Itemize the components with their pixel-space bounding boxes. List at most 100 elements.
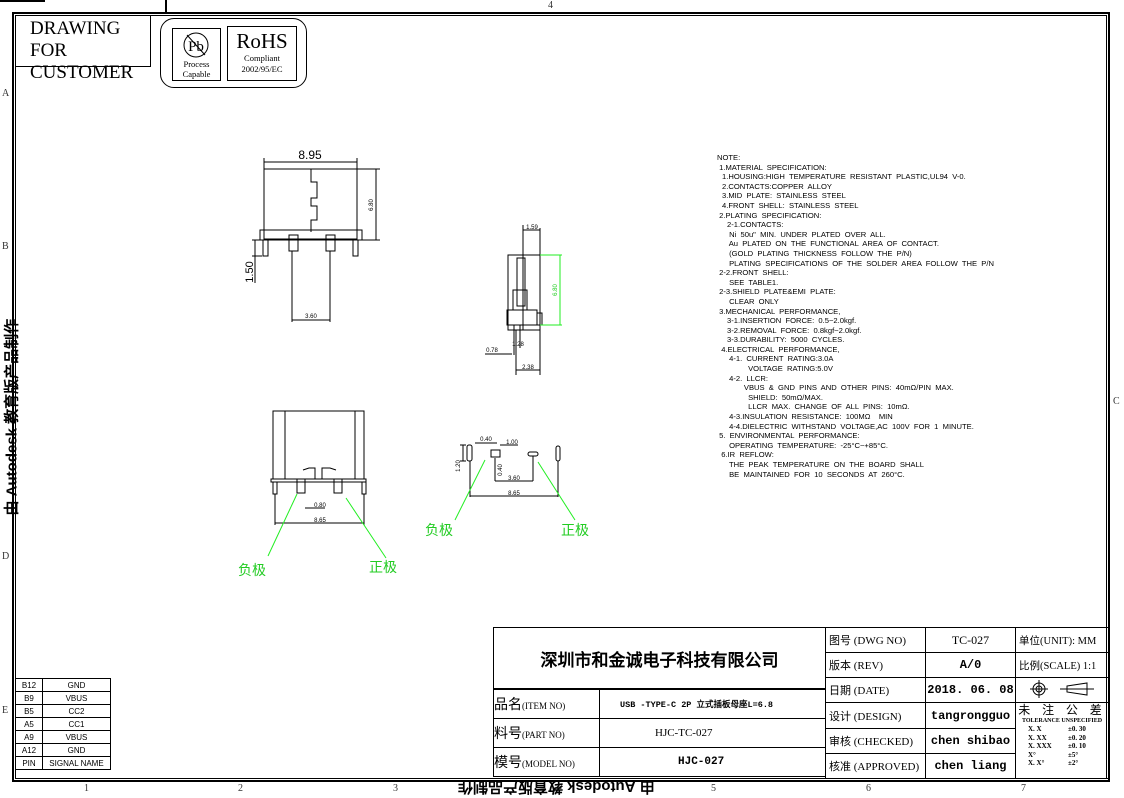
compliance-badge-group [160, 18, 307, 88]
part-label-en: (PART NO) [522, 730, 565, 740]
note-line: Ni 50u" MIN. UNDER PLATED OVER ALL. [727, 229, 886, 239]
model-label-en: (MODEL NO) [522, 759, 575, 769]
note-line: CLEAR ONLY [727, 296, 779, 306]
note-line: 3-2.REMOVAL FORCE: 0.8kgf~2.0kgf. [727, 325, 862, 335]
note-line: OPERATING TEMPERATURE: -25°C~+85°C. [727, 440, 888, 450]
note-line: LLCR MAX. CHANGE OF ALL PINS: 10mΩ. [727, 402, 910, 412]
approved-value: chen liang [925, 753, 1016, 779]
signal-header: SIGNAL NAME [42, 756, 111, 770]
front-pitch-dim: 3.60 [305, 314, 317, 320]
zone-row-label: C [1113, 396, 1120, 407]
footprint-dim-a: 0.40 [480, 437, 492, 443]
pcb-footprint-view [460, 442, 561, 497]
checked-label: 审核 (CHECKED) [825, 728, 926, 754]
note-line: VOLTAGE RATING:5.0V [727, 364, 833, 374]
note-line: 1.MATERIAL SPECIFICATION: [717, 162, 827, 172]
scale-label: 比例(SCALE) 1:1 [1015, 652, 1109, 678]
rev-label: 版本 (REV) [825, 652, 926, 678]
back-view-leader-lines [267, 493, 387, 559]
signal-name: VBUS [42, 691, 111, 705]
signal-name: VBUS [42, 730, 111, 744]
note-line: 4-1. CURRENT RATING:3.0A [727, 354, 834, 364]
pin-number: B9 [15, 691, 43, 705]
pin-header: PIN [15, 756, 43, 770]
unit-label: 单位(UNIT): MM [1015, 627, 1109, 653]
note-line: 2.PLATING SPECIFICATION: [717, 210, 822, 220]
pin-number: A5 [15, 717, 43, 731]
note-line: VBUS & GND PINS AND OTHER PINS: 40mΩ/PIN… [727, 383, 954, 393]
tolerance-value: ±0. 30 [1068, 725, 1086, 733]
part-label: 料号 [494, 726, 523, 742]
rohs-title: RoHS [236, 29, 288, 53]
tolerance-value: ±5° [1068, 750, 1079, 759]
zone-col-label: 2 [238, 783, 243, 794]
tolerance-row: X. X±0. 30 [1028, 725, 1108, 734]
side-bottom-dim: 2.38 [522, 365, 534, 371]
zone-row-label: E [2, 705, 9, 716]
note-line: 5. ENVIRONMENTAL PERFORMANCE: [717, 431, 860, 441]
footprint-dim-b: 1.00 [506, 440, 518, 446]
tolerance-value: ±0. 10 [1068, 742, 1086, 750]
signal-name: CC1 [42, 717, 111, 731]
note-line: 4-3.INSULATION RESISTANCE: 100MΩ MIN [727, 412, 893, 422]
projection-symbol-icon [1030, 679, 1094, 698]
part-value: HJC-TC-027 [599, 718, 826, 748]
footprint-dim-e: 3.60 [508, 476, 520, 482]
note-line: 4-2. LLCR: [727, 373, 768, 383]
footprint-dim-c: 1.20 [456, 460, 462, 472]
side-height-dimension-line [540, 254, 562, 326]
rohs-line1: Compliant [244, 53, 280, 63]
tolerance-format: X. XXX [1028, 742, 1052, 750]
note-line: BE MAINTAINED FOR 10 SECONDS AT 260°C. [727, 469, 905, 479]
back-view [270, 410, 367, 525]
approved-label: 核准 (APPROVED) [825, 753, 926, 779]
tolerance-format: X. XX [1028, 733, 1047, 742]
note-line: 3.MECHANICAL PERFORMANCE, [717, 306, 841, 316]
zone-row-label: D [2, 551, 10, 562]
note-line: 4-4.DIELECTRIC WITHSTAND VOLTAGE,AC 100V… [727, 421, 974, 431]
note-line: SHIELD: 50mΩ/MAX. [727, 392, 823, 402]
company-name: 深圳市和金诚电子科技有限公司 [493, 627, 825, 689]
pb-symbol: Pb [188, 39, 204, 55]
tolerance-row: X. XXX ±0. 10 [1028, 742, 1108, 751]
front-height-dim: 6.80 [369, 199, 375, 211]
tolerance-format: X° [1028, 750, 1036, 759]
pin-number: B12 [15, 678, 43, 692]
tolerance-value: ±0. 20 [1068, 733, 1086, 742]
specification-notes: NOTE: 1.MATERIAL SPECIFICATION:1.HOUSING… [717, 153, 994, 479]
dwg-value: TC-027 [925, 627, 1016, 653]
back-width-dim: 8.65 [314, 518, 326, 524]
note-line: 3-1.INSERTION FORCE: 0.5~2.0kgf. [727, 316, 857, 326]
footprint-positive-label: 正极 [561, 522, 589, 538]
note-line: NOTE: [717, 153, 741, 162]
item-label-en: (ITEM NO) [522, 701, 566, 711]
zone-col-label: 5 [711, 783, 716, 794]
zone-row-label: A [2, 88, 10, 99]
note-line: (GOLD PLATING THICKNESS FOLLOW THE P/N) [727, 248, 912, 258]
model-label: 模号 [494, 755, 523, 771]
positive-label: 正极 [369, 559, 397, 575]
item-label: 品名 [494, 697, 523, 713]
signal-name: GND [42, 678, 111, 692]
tolerance-subtitle: TOLERANCE UNSPECIFIED [1021, 718, 1103, 724]
front-width-dim: 8.95 [298, 148, 322, 162]
side-mid-dim: 1.28 [512, 342, 524, 348]
rohs-logo: RoHS Compliant 2002/95/EC [227, 26, 297, 81]
tolerance-row: X. XX ±0. 20 [1028, 734, 1108, 743]
pb-line1: Process [183, 59, 210, 69]
back-pin-dim: 0.80 [314, 503, 326, 509]
zone-col-label: 4 [548, 0, 553, 11]
negative-label: 负极 [238, 562, 266, 578]
date-value: 2018. 06. 08 [925, 677, 1016, 703]
corner-mark [165, 0, 167, 12]
item-info-table: 品名(ITEM NO) USB -TYPE-C 2P 立式插板母座L=6.8 料… [493, 689, 826, 777]
